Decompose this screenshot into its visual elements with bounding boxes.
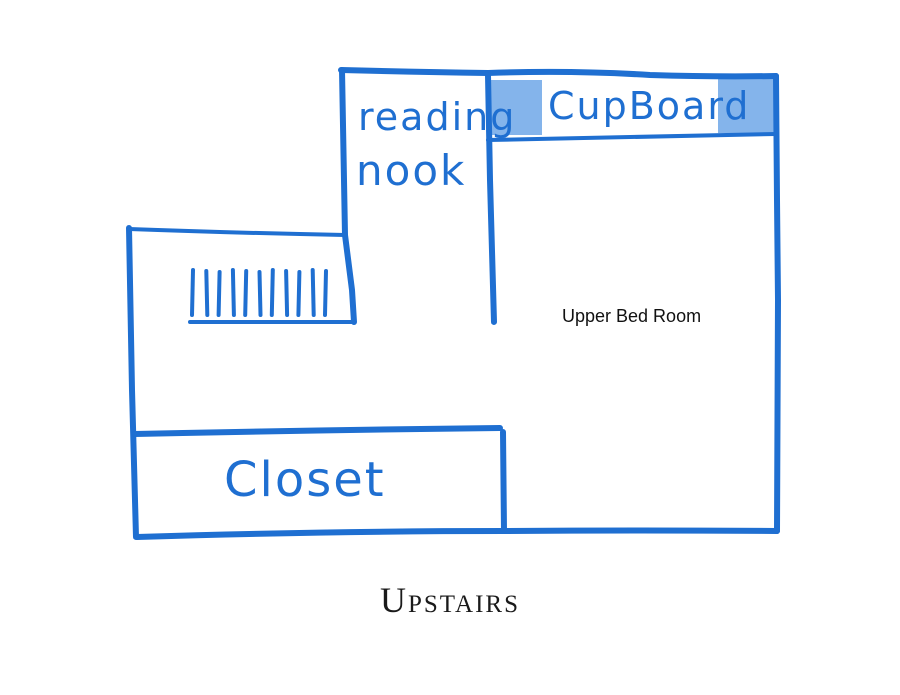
right-outer-wall: [773, 73, 781, 534]
stair-tread: [296, 270, 302, 317]
cupboard-highlight-left: [488, 80, 542, 135]
cupboard-highlights: [488, 78, 776, 135]
reading-nook-label-line2: nook: [356, 146, 466, 195]
stair-tread: [257, 270, 263, 317]
stair-right-wall: [342, 232, 357, 325]
cupboard-label: CupBoard: [548, 84, 750, 128]
stair-tread: [204, 269, 210, 317]
stair-tread: [230, 268, 236, 317]
closet-right-wall: [500, 429, 507, 534]
cupboard-top-wall: [485, 68, 779, 80]
reading-nook-label-line1: reading: [358, 95, 516, 139]
walls: [126, 67, 781, 540]
stair-tread: [243, 269, 249, 317]
reading-nook-left-wall: [339, 67, 348, 238]
stair-tread: [216, 270, 222, 317]
upper-bed-room-label: Upper Bed Room: [562, 306, 701, 326]
closet-top-wall: [132, 425, 503, 437]
stair-tread: [190, 268, 195, 317]
reading-nook-top-wall: [338, 67, 491, 76]
stair-top-wall: [127, 227, 347, 237]
stair-tread: [269, 268, 275, 317]
stair-tread: [323, 269, 328, 317]
cupboard-bottom-wall: [486, 132, 778, 142]
nook-bedroom-divider-wall: [485, 72, 497, 325]
cupboard-highlight-right: [718, 78, 776, 133]
closet-label: Closet: [224, 452, 386, 508]
stair-tread: [284, 269, 290, 317]
left-outer-wall: [126, 225, 139, 540]
bottom-outer-wall: [134, 527, 780, 540]
stair-tread: [310, 268, 316, 317]
diagram-caption: Upstairs: [380, 580, 520, 620]
stair-treads: [190, 268, 328, 317]
